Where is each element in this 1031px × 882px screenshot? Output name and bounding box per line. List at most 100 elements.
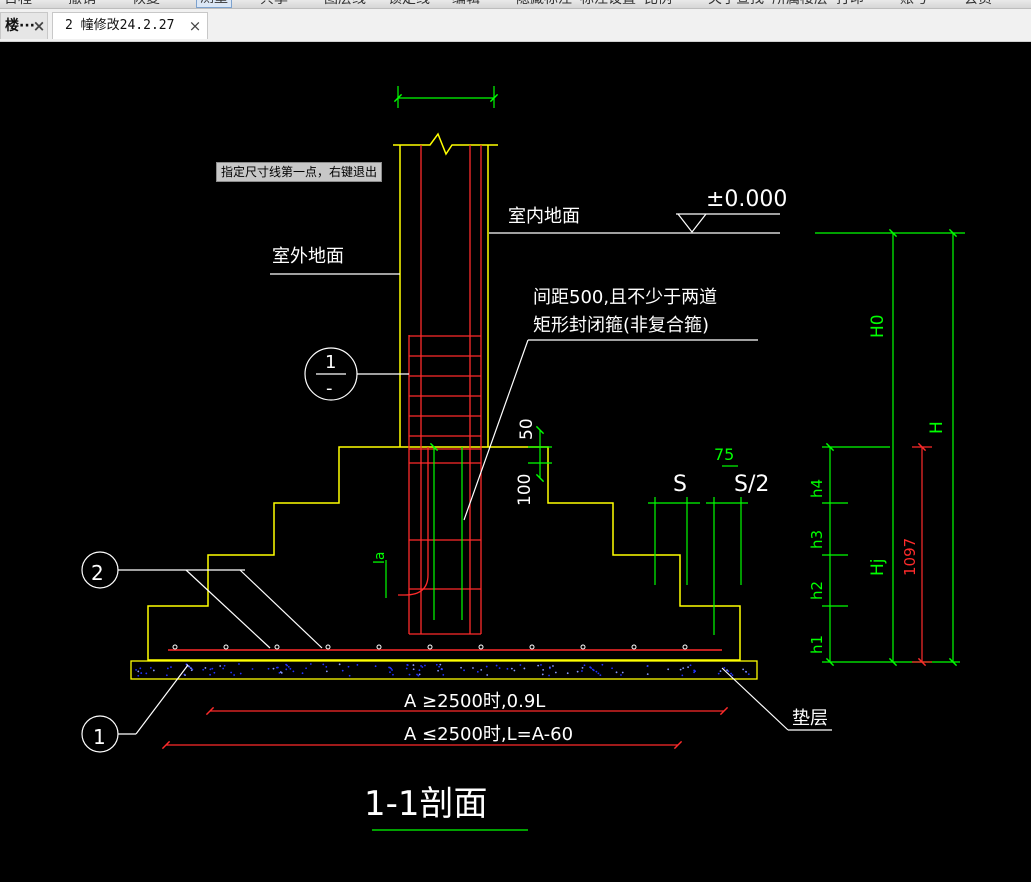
concrete-dot [599, 674, 602, 676]
menu-item[interactable]: 锁定线 [388, 0, 430, 8]
tab-floor-label: 楼··· [5, 18, 35, 34]
concrete-dot [190, 667, 192, 670]
rebar-dot [325, 644, 331, 650]
menu-item[interactable]: 日程 [4, 0, 32, 8]
concrete-dot [646, 673, 649, 676]
concrete-dot [278, 671, 281, 674]
cad-drawing-canvas[interactable]: ±0.000 室内地面 室外地面 la [0, 42, 1031, 882]
menu-item[interactable]: 会员 [964, 0, 992, 8]
label-s-half: S/2 [734, 472, 769, 497]
command-tooltip: 指定尺寸线第一点，右键退出 [216, 162, 383, 182]
concrete-dot [267, 667, 270, 670]
concrete-dot [679, 668, 682, 671]
label-h3: h3 [808, 530, 826, 549]
concrete-dot [513, 669, 516, 672]
rebar-dots [172, 644, 688, 650]
concrete-dot [412, 664, 415, 666]
concrete-dot [301, 672, 304, 675]
close-icon[interactable]: × [32, 17, 46, 35]
menu-item[interactable]: 测量 [196, 0, 232, 8]
concrete-dot [211, 667, 214, 670]
column-outline [393, 132, 498, 447]
label-h2: h2 [808, 581, 826, 600]
menu-bar: 日程 撤销 恢复 测量 共享 图层线 锁定线 编辑 隐藏标注标注设置比例 关于查找所属楼层打印 账号… [0, 0, 1031, 9]
concrete-dot [486, 674, 489, 676]
rebar-dot [631, 644, 637, 650]
menu-item[interactable]: 账号 [900, 0, 928, 8]
indoor-ground-label: 室内地面 [508, 206, 580, 227]
concrete-dot [184, 674, 186, 677]
concrete-dot [727, 670, 730, 673]
menu-item[interactable]: 恢复 [132, 0, 160, 8]
label-h: H [927, 421, 947, 434]
menu-item[interactable]: 编辑 [452, 0, 480, 8]
stirrup-note-leader [463, 339, 758, 521]
concrete-dot [601, 663, 604, 666]
concrete-dot [140, 672, 143, 674]
concrete-dot [289, 667, 292, 670]
cushion-label: 垫层 [792, 708, 828, 729]
cushion-layer [130, 660, 758, 680]
menu-item[interactable]: 隐藏标注 [516, 0, 572, 8]
concrete-dot [408, 673, 411, 676]
concrete-dot [152, 669, 155, 672]
rebar-dot [478, 644, 484, 650]
menu-item[interactable]: 标注设置 [580, 0, 636, 8]
concrete-dot [222, 667, 225, 670]
concrete-dot [287, 665, 290, 668]
tab-drawing[interactable]: 2 幢修改24.2.27 × [52, 12, 208, 39]
h-labels: h4 h3 h2 h1 H0 H Hj [808, 314, 947, 654]
concrete-dot [202, 668, 205, 671]
concrete-dot [392, 673, 394, 676]
menu-item[interactable]: 图层线 [324, 0, 366, 8]
marker-two-label: 2 [91, 561, 104, 585]
concrete-dot [347, 665, 350, 668]
concrete-dot [485, 665, 488, 668]
concrete-dot [213, 671, 216, 674]
concrete-dot [309, 663, 312, 665]
concrete-dot [510, 667, 513, 670]
measured-dimension [912, 442, 932, 667]
concrete-dot [540, 664, 542, 666]
concrete-dot [566, 672, 569, 675]
concrete-dot [726, 669, 728, 672]
menu-item[interactable]: 所属楼层 [772, 0, 828, 8]
concrete-dot [667, 668, 670, 671]
concrete-dot [552, 665, 554, 667]
menu-item[interactable]: 打印 [836, 0, 864, 8]
anchorage-dimension [385, 442, 463, 620]
rebar-dot [682, 644, 688, 650]
concrete-dot [338, 663, 341, 666]
menu-item[interactable]: 共享 [260, 0, 288, 8]
dimension-50: 50 [517, 418, 537, 440]
concrete-dot [717, 672, 720, 675]
menu-item[interactable]: 比例 [644, 0, 672, 8]
concrete-dot [139, 667, 142, 670]
concrete-dot [389, 671, 391, 674]
concrete-dot [348, 674, 351, 677]
menu-item[interactable]: 撤销 [68, 0, 96, 8]
concrete-dot [165, 674, 168, 677]
concrete-dot [731, 674, 734, 677]
menu-item[interactable]: 关于查找 [708, 0, 764, 8]
concrete-dot [285, 668, 288, 671]
concrete-dot [495, 664, 498, 667]
label-s: S [673, 472, 687, 497]
concrete-dot [595, 670, 598, 673]
rebar-dot [223, 644, 229, 650]
concrete-dot [541, 673, 544, 676]
concrete-dot [406, 664, 409, 666]
concrete-dot [286, 664, 289, 667]
concrete-dot [272, 667, 275, 670]
concrete-dot [145, 672, 148, 675]
anchorage-label: la [372, 552, 388, 564]
concrete-dot [576, 670, 579, 673]
close-icon[interactable]: × [188, 17, 202, 35]
concrete-dot [583, 664, 586, 667]
concrete-dot [730, 672, 732, 675]
concrete-dot [687, 666, 689, 669]
concrete-dot [689, 664, 692, 667]
concrete-dot [188, 665, 190, 668]
concrete-dot [233, 674, 236, 676]
tab-floor[interactable]: 楼··· × [0, 12, 48, 39]
